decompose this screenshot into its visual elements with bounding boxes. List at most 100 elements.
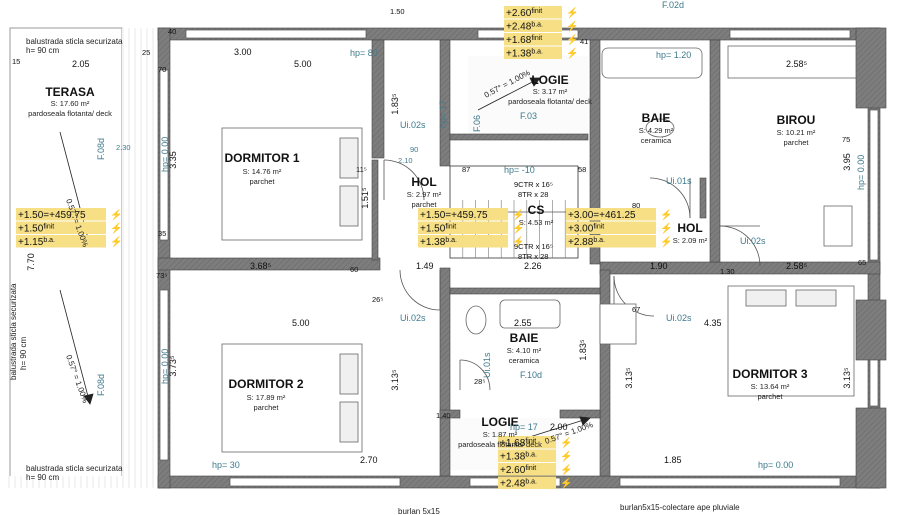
level-marker-box [418,208,508,221]
room-floor: ceramica [641,136,672,145]
dimension: 15 [12,57,20,66]
parapet-label: hp= 17 [510,422,538,432]
level-marker-box [504,33,562,46]
room-dormitor-3: DORMITOR 3 S: 13.64 m² parchet [732,367,807,401]
level-marker-symbol: ⚡ [660,208,672,221]
height-label: h= 90 cm [26,473,59,482]
room-name: CS [528,203,545,217]
room-name: BAIE [510,331,539,345]
door-tag: Ui.02s [740,236,766,246]
room-floor: parchet [783,138,809,147]
dimension: 1.83⁵ [578,339,588,361]
dimension: 3.00 [234,47,252,57]
dimension: 3.73⁵ [168,355,178,377]
window-tag: F.08d [96,374,106,396]
room-terasa: TERASA S: 17.60 m² pardoseala flotanta/ … [28,85,112,118]
window-tag: F.02d [662,0,684,10]
door-tag: Ui.02s [400,120,426,130]
room-area: S: 4.53 m² [519,218,554,227]
door-tag: Ui.01s [666,176,692,186]
window-tag: F.06 [472,115,482,132]
dimension: 1.49 [416,261,434,271]
dimension: 25 [142,48,150,57]
dimension: 1.85 [664,455,682,465]
room-name: HOL [411,175,436,189]
dimension: 40 [168,27,176,36]
level-marker-symbol: ⚡ [660,222,672,235]
dimension: 2.00 [550,422,568,432]
level-marker-box [566,221,656,234]
logie-1-surface [468,56,588,134]
door-tag: Ui.02s [400,313,426,323]
dimension: 3.13⁵ [390,369,400,391]
level-marker-value: +1.68finit [506,35,542,46]
room-floor: parchet [253,403,279,412]
room-name: BIROU [777,113,816,127]
room-hol-2: HOL S: 2.09 m² [673,221,708,245]
dimension: 2.26 [524,261,542,271]
desk-birou [727,45,857,247]
height-vertical-label: h= 90 cm [19,337,28,370]
room-cs: CS S: 4.53 m² [519,203,554,227]
door-tag: Ui.02s [666,313,692,323]
dimension: 28⁵ [474,377,485,386]
door-tags: Ui.02s Ui.02s Ui.02s Ui.01s Ui.01s Ui.02… [400,120,766,378]
door-tag: Ui.01s [482,352,492,378]
level-marker-box [566,235,656,248]
level-marker-value: +1.38b.a. [500,452,537,463]
level-marker-value: +1.68finit [500,438,536,449]
height-label: h= 90 cm [26,46,59,55]
level-marker-box [16,221,106,234]
level-marker-texts: +2.60finit⚡+2.48b.a.⚡+1.68finit⚡+1.38b.a… [18,6,672,490]
level-marker-box [498,449,556,462]
dimension: 11⁵ [356,165,367,174]
level-marker-symbol: ⚡ [560,477,572,490]
stairs-label: 8TR x 28 [518,190,548,199]
level-markers [16,6,656,489]
room-floor: parchet [249,177,275,186]
room-area: S: 10.21 m² [777,128,816,137]
bed-dormitor-3 [727,285,855,397]
level-marker-symbol: ⚡ [566,33,578,46]
parapet-label: hp= 0.00 [856,155,866,190]
dimensions: 3.00 5.00 2.05 2.58⁵ 3.68⁵ 1.49 2.26 1.9… [12,7,866,465]
room-area: S: 17.89 m² [247,393,286,402]
level-marker-symbol: ⚡ [560,463,572,476]
dimension: 41 [580,37,588,46]
room-name: DORMITOR 1 [224,151,299,165]
room-area: S: 1.87 m² [483,430,518,439]
dimension: 1.51⁵ [360,187,370,209]
terasa-surface [9,27,123,487]
dimension: 2.70 [360,455,378,465]
level-marker-symbol: ⚡ [110,208,122,221]
room-area: S: 2.09 m² [673,236,708,245]
bed-dormitor-1 [221,127,363,241]
room-logie-2: LOGIE S: 1.87 m² pardoseala flotanta/ de… [458,415,542,449]
doors [383,159,761,391]
dimension: 65 [858,258,866,267]
dimension: 3.13⁵ [624,367,634,389]
dimension: 5.00 [294,59,312,69]
dimension: 3.95 [842,153,852,171]
balustrada-label: balustrada sticla securizata [26,37,123,46]
dimension: 58 [578,165,586,174]
room-dormitor-2: DORMITOR 2 S: 17.89 m² parchet [228,377,303,412]
level-marker-symbol: ⚡ [560,436,572,449]
room-area: S: 17.60 m² [51,99,90,108]
dimension: 70 [158,65,166,74]
level-marker-box [566,208,656,221]
room-name: LOGIE [531,73,568,87]
window-tag: F.03 [520,111,537,121]
dimension: 4.35 [704,318,722,328]
parapet-label: hp= 17 [438,100,448,128]
parapet-label: hp= 80 [350,48,378,58]
room-dormitor-1: DORMITOR 1 S: 14.76 m² parchet [224,151,299,186]
room-logie-1: LOGIE S: 3.17 m² pardoseala flotanta/ de… [508,73,592,106]
level-marker-symbol: ⚡ [560,450,572,463]
bathroom-fixtures [465,47,703,345]
balustrada-label: balustrada sticla securizata [26,464,123,473]
stairs-label: 8TR x 28 [518,252,548,261]
parapet-label: hp= -10 [504,165,535,175]
level-marker-symbol: ⚡ [512,235,524,248]
level-marker-symbol: ⚡ [566,20,578,33]
